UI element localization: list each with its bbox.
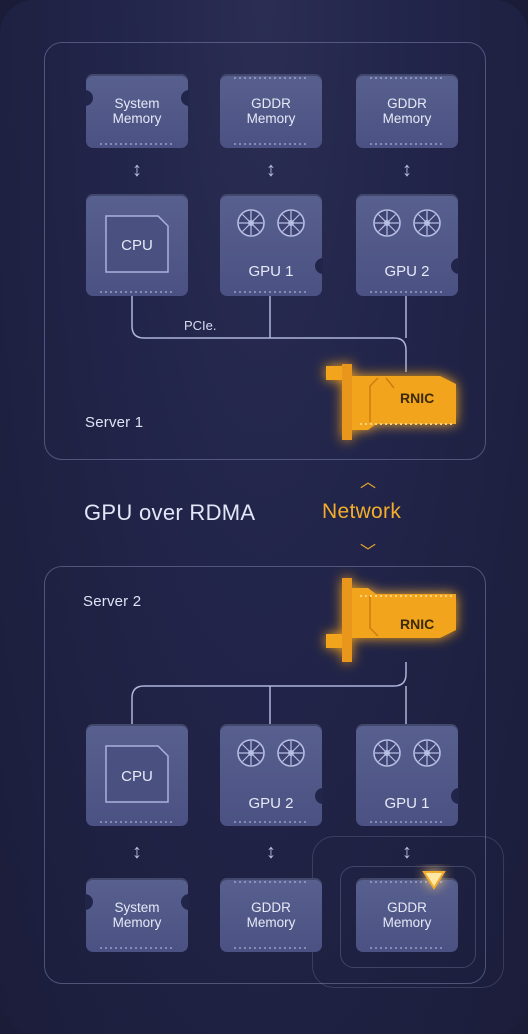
server-1-gpu-1: GPU 1 [220,194,323,296]
fan-icon [237,209,265,237]
fan-icon [373,739,401,767]
server-2-label: Server 2 [83,593,142,610]
server-2-rnic-label: RNIC [400,616,435,632]
fan-icon [277,209,305,237]
server-1-system-memory-label: System Memory [112,96,162,126]
cpu-die-icon [105,745,169,803]
server-1-gpu-1-label: GPU 1 [248,263,294,280]
network-label: Network [322,500,402,523]
server-1-gpu2-gddr-label: GDDR Memory [382,96,432,126]
server-2-gpu2-gddr-memory: GDDR Memory [220,878,322,952]
server-2-gpu2-gddr-label: GDDR Memory [246,900,296,930]
server-2-box [44,566,486,984]
server-2-gpu-2-label: GPU 2 [248,795,294,812]
double-arrow-icon: ↕ [402,841,412,863]
chevron-down-icon: ﹀ [360,544,377,561]
fan-icon [277,739,305,767]
server-2-system-memory: System Memory [85,878,189,952]
server-2-rnic-card [326,578,456,662]
server-1-pcie-bus [131,296,407,372]
server-2-gpu1-gddr-memory: GDDR Memory [356,878,458,952]
server-2-pcie-bus [131,662,407,724]
double-arrow-icon: ↕ [132,841,142,863]
server-1-box [44,42,486,460]
server-1-cpu: CPU [86,194,188,296]
double-arrow-icon: ↕ [266,159,276,181]
double-arrow-icon: ↕ [132,159,142,181]
rdma-arrowhead-icon [422,871,446,890]
pcie-label: PCIe. [184,318,217,333]
server-1-gpu-2: GPU 2 [356,194,459,296]
server-2-gpu-1-label: GPU 1 [384,795,430,812]
server-1-gpu1-gddr-memory: GDDR Memory [220,74,322,148]
server-2-gpu1-gddr-label: GDDR Memory [382,900,432,930]
server-1-label: Server 1 [85,414,144,431]
server-1-system-memory: System Memory [85,74,189,148]
server-1-rnic-card [326,364,456,440]
server-1-rnic-label: RNIC [400,390,435,406]
server-1-gpu2-gddr-memory: GDDR Memory [356,74,458,148]
fan-icon [373,209,401,237]
destination-highlight-inner [340,866,476,968]
chevron-up-icon: ︿ [360,474,377,491]
fan-icon [237,739,265,767]
cpu-die-icon [105,215,169,273]
server-2-system-memory-label: System Memory [112,900,162,930]
diagram-title: GPU over RDMA [84,500,256,525]
double-arrow-icon: ↕ [266,841,276,863]
server-2-gpu-1: GPU 1 [356,724,459,826]
double-arrow-icon: ↕ [402,159,412,181]
server-1-gpu1-gddr-label: GDDR Memory [246,96,296,126]
server-1-gpu-2-label: GPU 2 [384,263,430,280]
server-2-gpu-2: GPU 2 [220,724,323,826]
server-1-cpu-label: CPU [121,237,153,254]
server-2-cpu: CPU [86,724,188,826]
server-2-cpu-label: CPU [121,768,153,785]
